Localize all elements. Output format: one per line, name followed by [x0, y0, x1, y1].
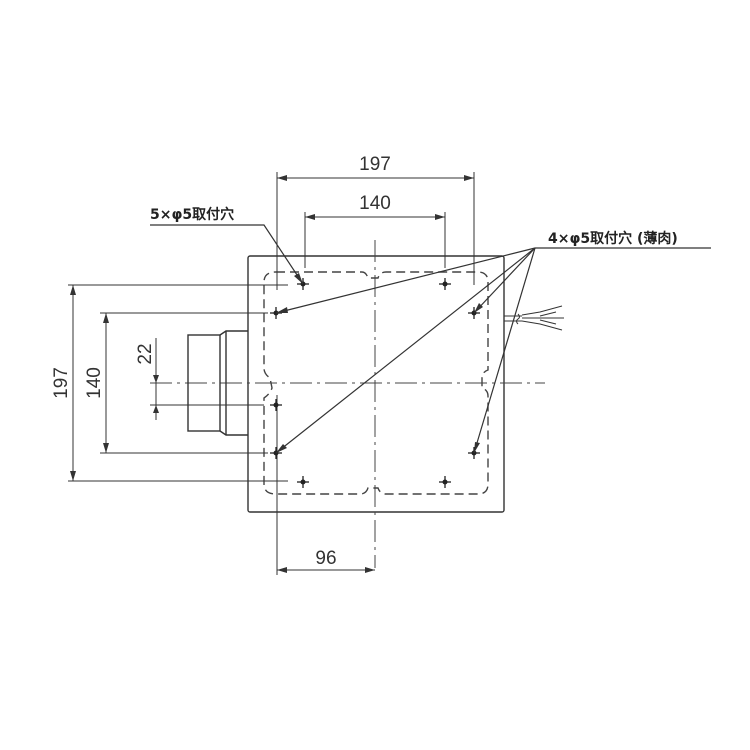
hole-icon — [439, 278, 451, 290]
callout-5-holes: 5×φ5取付穴 — [150, 206, 304, 285]
dimension-bottom-96: 96 — [276, 395, 375, 575]
dimension-left-140: 140 — [84, 312, 268, 454]
dim-top-inner-text: 140 — [359, 193, 391, 214]
dimension-top-197: 197 — [276, 154, 475, 290]
dimension-left-197: 197 — [51, 284, 288, 482]
callout-5-holes-text: 5×φ5取付穴 — [150, 206, 234, 223]
dimension-top-140: 140 — [304, 193, 446, 268]
callout-4-holes: 4×φ5取付穴 (薄肉) — [275, 230, 711, 454]
inner-dashed-outline — [263, 271, 489, 495]
dim-duct-offset-text: 22 — [135, 343, 156, 364]
cable-lead — [504, 305, 564, 331]
callout-4-holes-text: 4×φ5取付穴 (薄肉) — [548, 230, 678, 247]
dimension-22: 22 — [135, 338, 264, 420]
hole-icon — [439, 476, 451, 488]
dim-top-outer-text: 197 — [359, 154, 391, 175]
outer-body-outline — [247, 255, 505, 513]
dim-left-outer-text: 197 — [51, 367, 72, 399]
duct-spigot — [187, 330, 248, 436]
hole-icon — [270, 399, 282, 411]
dim-left-inner-text: 140 — [84, 367, 105, 399]
dim-bottom-offset-text: 96 — [315, 548, 336, 569]
hole-icon — [297, 476, 309, 488]
